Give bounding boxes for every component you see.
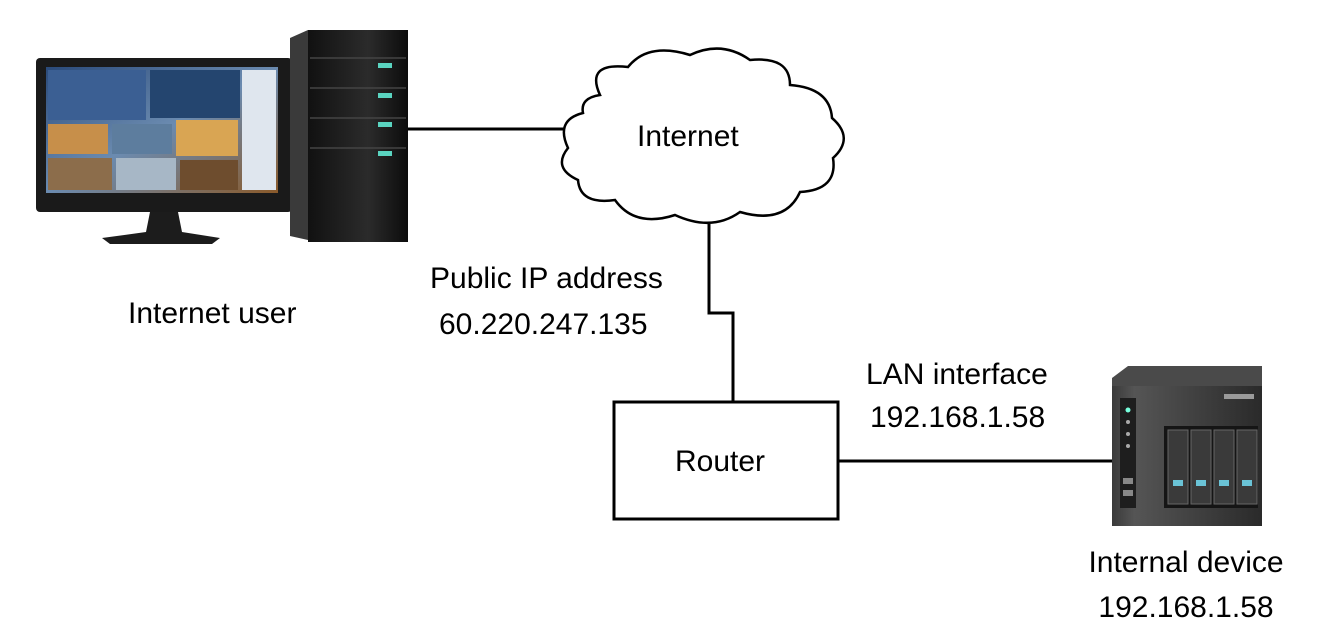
internal-device-ip: 192.168.1.58 <box>1098 591 1274 624</box>
internal-device-label: Internal device <box>1088 546 1284 579</box>
internet-label: Internet <box>637 120 739 153</box>
desktop-computer-icon <box>36 30 408 244</box>
router-label: Router <box>675 445 766 478</box>
connection-lines <box>407 127 1113 463</box>
cloud-icon <box>560 47 845 225</box>
lan-interface-ip: 192.168.1.58 <box>870 401 1046 434</box>
tower-side <box>290 30 308 240</box>
router-box <box>612 400 840 521</box>
public-ip-label: Public IP address <box>430 262 663 295</box>
link-internet-router <box>707 224 735 402</box>
public-ip-value: 60.220.247.135 <box>439 308 648 341</box>
tower-front <box>308 30 408 242</box>
lan-interface-label: LAN interface <box>866 358 1048 391</box>
nas-top <box>1112 366 1262 388</box>
nas-server-icon <box>1112 366 1262 526</box>
internet-user-label: Internet user <box>128 297 297 330</box>
monitor-stand <box>102 212 220 244</box>
